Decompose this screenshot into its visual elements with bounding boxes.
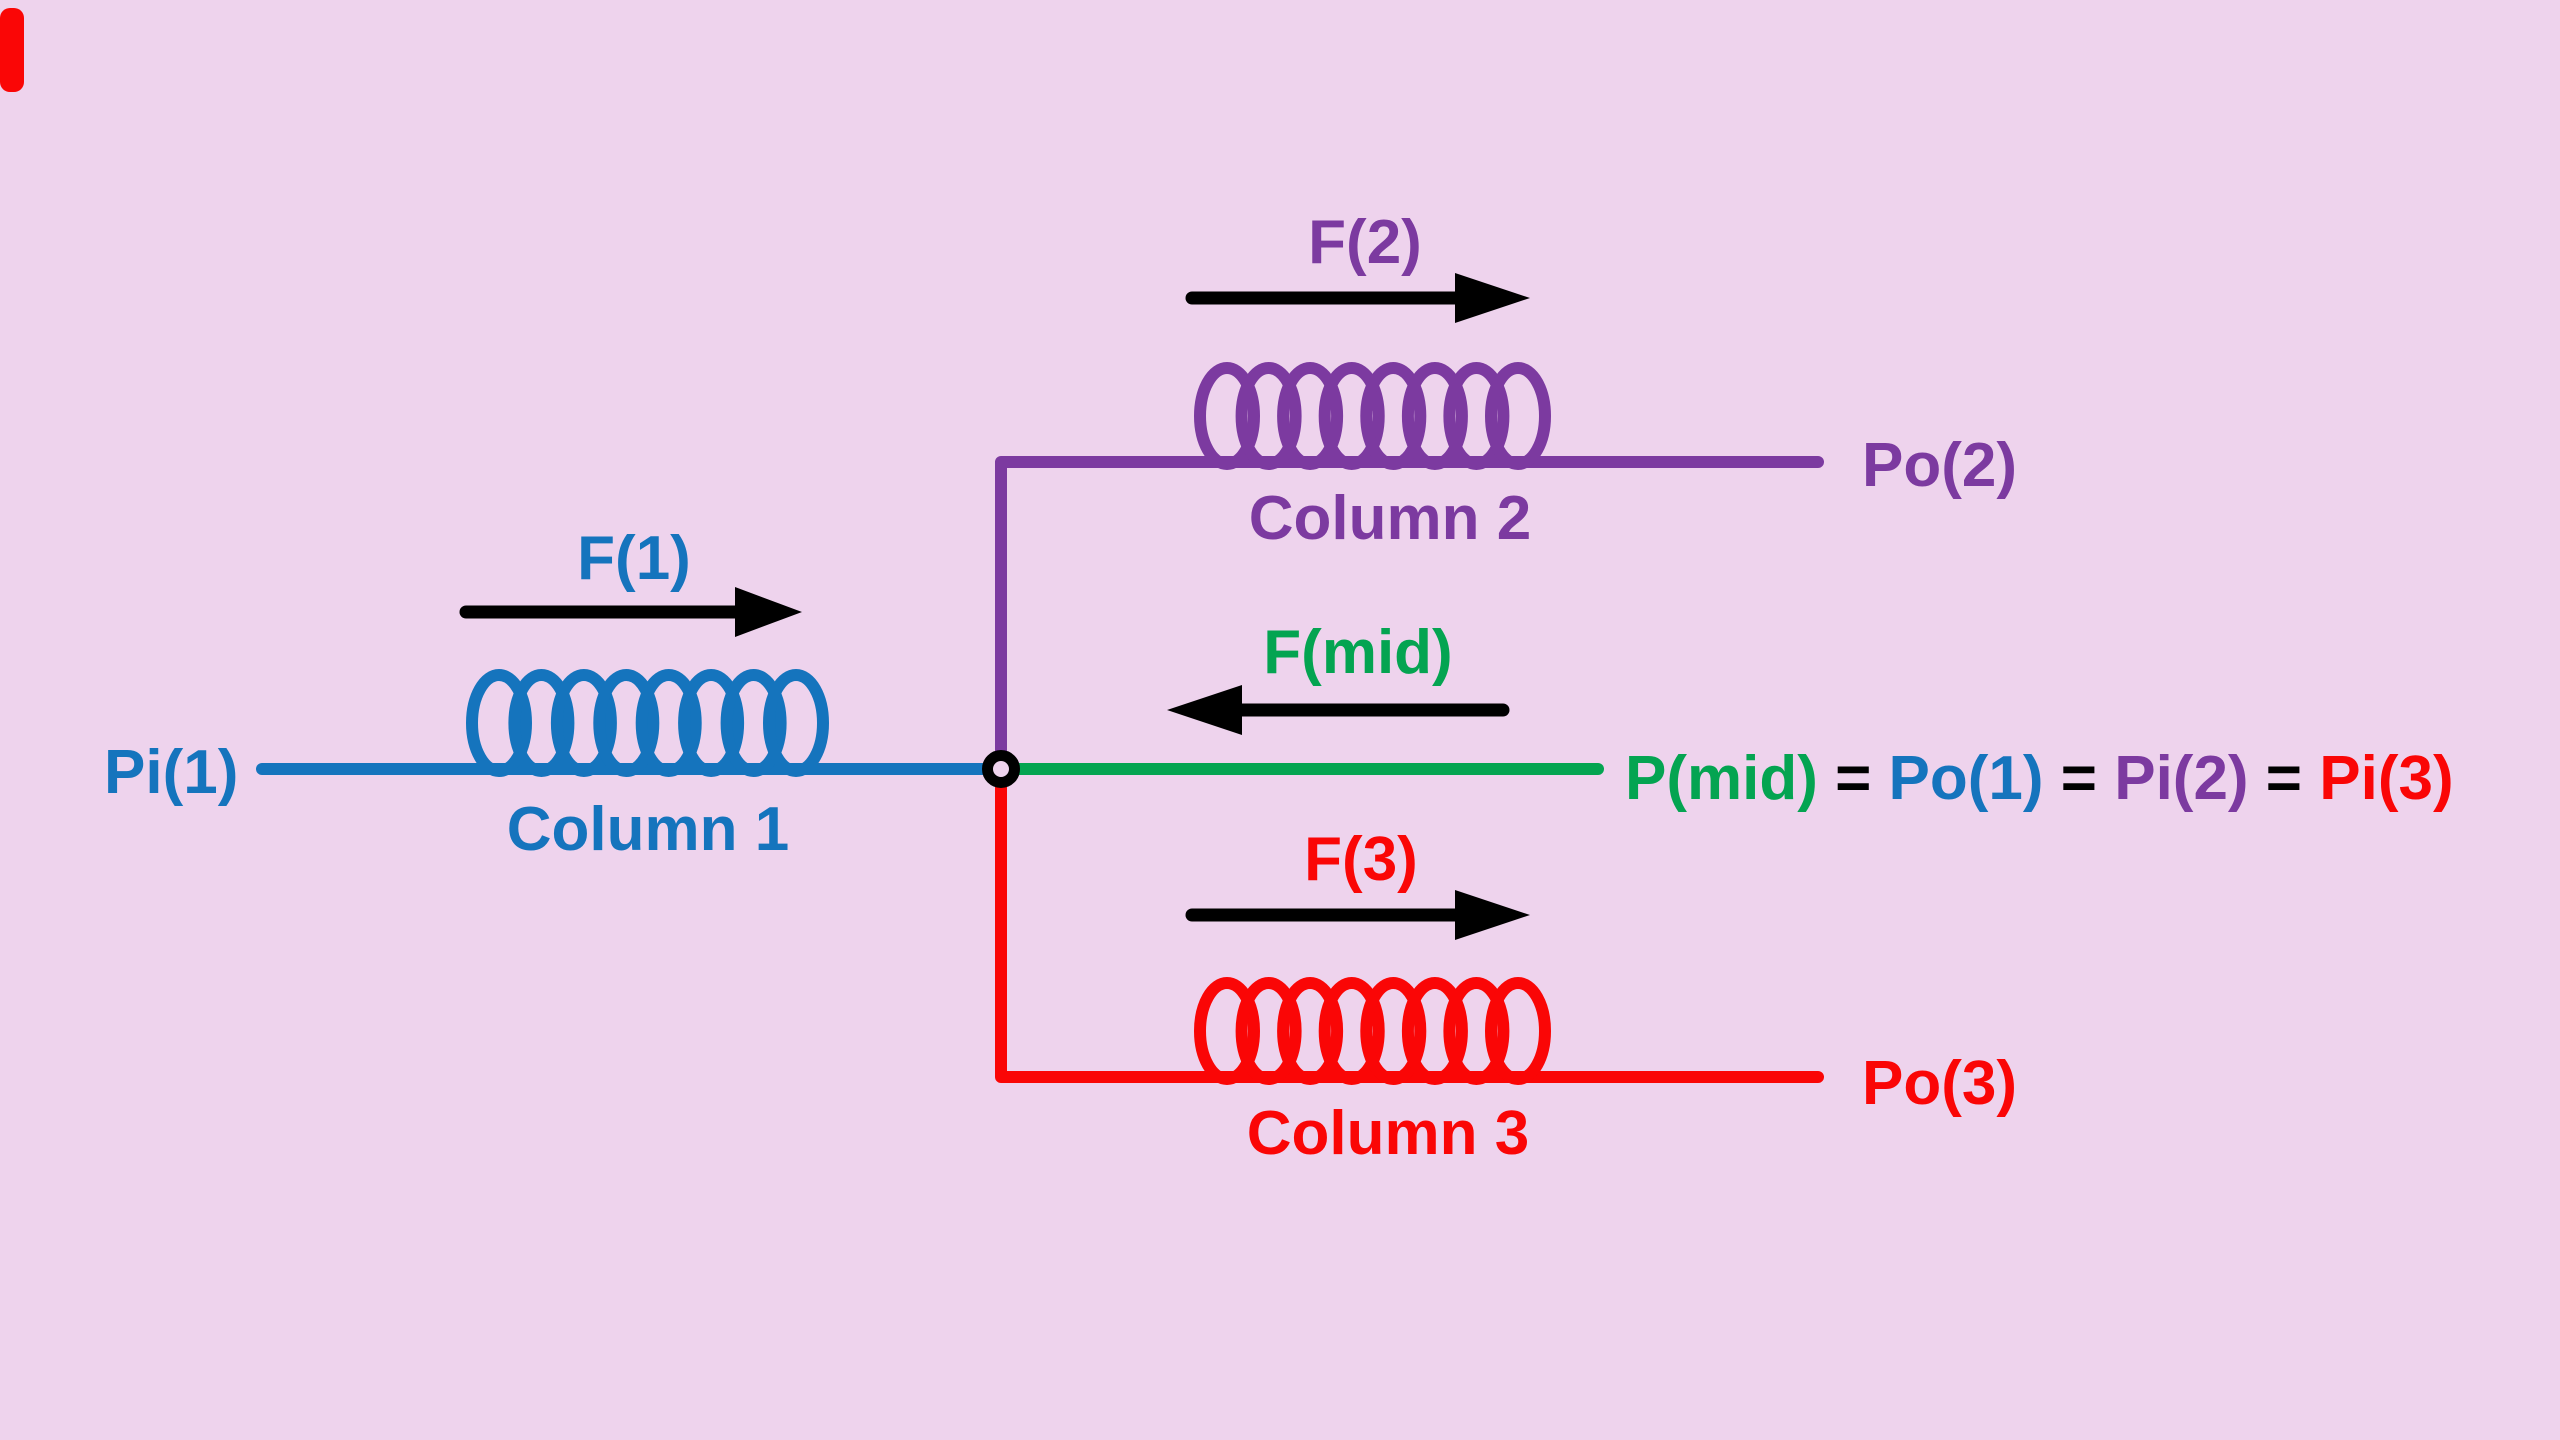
spring-coil-loop (508, 669, 575, 777)
spring-coil-loop (1485, 977, 1551, 1085)
equation-sep3: = (2249, 744, 2320, 813)
column3-pipe (995, 780, 1824, 1083)
spring-coil-loop (1194, 362, 1260, 470)
spring-coil-loop (1360, 362, 1427, 470)
pressure-equation: P(mid) = Po(1) = Pi(2) = Pi(3) (1625, 744, 2454, 813)
equation-pmid: P(mid) (1625, 744, 1818, 813)
spring-coil-loop (1401, 977, 1468, 1085)
f3-arrow-head (1455, 890, 1530, 940)
column1-spring (466, 669, 829, 777)
f1-arrow-head (735, 587, 802, 637)
spring-coil-loop (1235, 977, 1302, 1085)
spring-coil-loop (720, 669, 787, 777)
fmid-arrow-head (1167, 685, 1242, 735)
column2-branch: Column 2 Po(2) F(2) (995, 208, 2017, 758)
equation-po1: Po(1) (1889, 744, 2044, 813)
po3-label: Po(3) (1862, 1049, 2017, 1118)
spring-coil-loop (593, 669, 660, 777)
spring-coil-loop (1194, 977, 1260, 1085)
column3-label: Column 3 (1247, 1099, 1529, 1168)
spring-coil-loop (678, 669, 745, 777)
po2-label: Po(2) (1862, 431, 2017, 500)
f3-force-label: F(3) (1304, 825, 1418, 894)
spring-coil-loop (1360, 977, 1427, 1085)
spring-coil-loop (1277, 977, 1344, 1085)
spring-coil-loop (1443, 977, 1510, 1085)
junction-node (982, 750, 1020, 788)
spring-coil-loop (763, 669, 829, 777)
column1-branch: Pi(1) Column 1 F(1) (104, 524, 991, 864)
spring-coil-loop (1485, 362, 1551, 470)
middle-branch: F(mid) P(mid) = Po(1) = Pi(2) = Pi(3) (1011, 618, 2454, 813)
spring-coil-loop (1318, 362, 1385, 470)
equation-pi3: Pi(3) (2319, 744, 2453, 813)
spring-coil-loop (1318, 977, 1385, 1085)
column3-branch: Column 3 Po(3) F(3) (995, 780, 2017, 1168)
spring-coil-loop (466, 669, 532, 777)
spring-coil-loop (1443, 362, 1510, 470)
f2-arrow-head (1455, 273, 1530, 323)
pi1-label: Pi(1) (104, 738, 238, 807)
column2-pipe (995, 456, 1824, 758)
f1-arrow (459, 587, 802, 637)
edge-artifact-mark (0, 8, 24, 92)
f1-force-label: F(1) (577, 524, 691, 593)
fmid-arrow (1167, 685, 1510, 735)
column2-spring (1194, 362, 1551, 470)
spring-coil-loop (1277, 362, 1344, 470)
fmid-force-label: F(mid) (1263, 618, 1452, 687)
column3-spring (1194, 977, 1551, 1085)
f2-arrow (1185, 273, 1530, 323)
spring-coil-loop (1235, 362, 1302, 470)
equation-sep1: = (1818, 744, 1889, 813)
equation-pi2: Pi(2) (2114, 744, 2248, 813)
f2-force-label: F(2) (1308, 208, 1422, 277)
spring-coil-loop (1401, 362, 1468, 470)
column1-label: Column 1 (507, 795, 789, 864)
equation-sep2: = (2044, 744, 2115, 813)
column2-label: Column 2 (1249, 484, 1531, 553)
f3-arrow (1185, 890, 1530, 940)
spring-coil-loop (550, 669, 617, 777)
spring-coil-loop (635, 669, 702, 777)
